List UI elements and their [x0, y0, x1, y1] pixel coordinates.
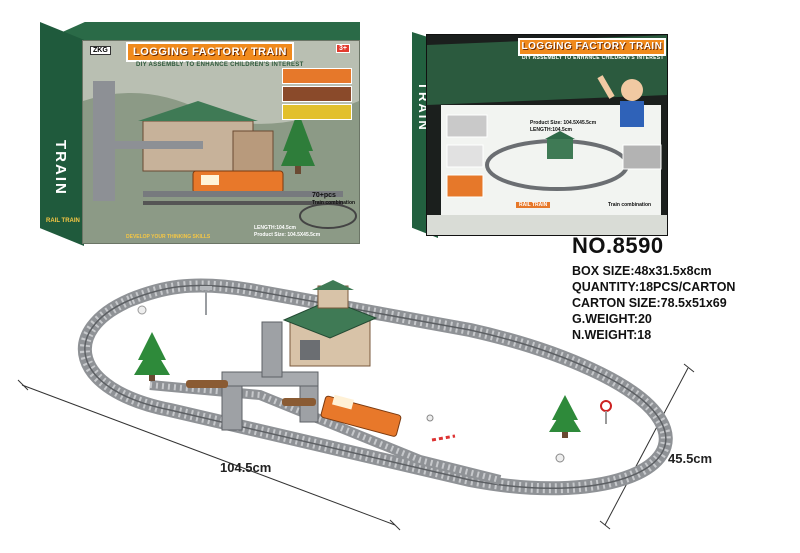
pine-tree-left — [134, 332, 170, 381]
box-front-side-sub: RAIL TRAIN — [46, 218, 80, 224]
box-back-length: LENGTH:104.5cm — [530, 127, 572, 133]
spec-block: NO.8590 BOX SIZE:48x31.5x8cm QUANTITY:18… — [572, 233, 797, 343]
inset-log-car — [282, 86, 352, 102]
box-back-train-combination: Train combination — [608, 202, 652, 208]
box-front-top — [40, 22, 360, 42]
width-dimension-line — [604, 367, 689, 526]
orange-locomotive — [320, 394, 402, 437]
box-back-scene — [427, 35, 667, 235]
oval-track — [77, 278, 673, 496]
box-back-rail-train: RAIL TRAIN — [516, 202, 551, 208]
signal-marker — [555, 453, 565, 463]
product-number: NO.8590 — [572, 233, 664, 258]
size-note-2: Product Size: 104.5X45.5cm — [254, 232, 321, 238]
pcs-count: 70+pcs — [312, 192, 336, 199]
factory-building — [282, 280, 378, 367]
box-front-side-tag: DEVELOP YOUR THINKING SKILLS — [126, 234, 211, 240]
road-sign — [600, 400, 612, 412]
crossing-gate — [431, 434, 456, 442]
length-label: 104.5cm — [220, 460, 272, 475]
inset-yellow-car — [282, 104, 352, 120]
box-back-product-size: Product Size: 104.5X45.5cm — [530, 120, 597, 126]
pcs-label: Train combination — [312, 200, 356, 206]
size-note: LENGTH:104.5cm — [254, 225, 296, 231]
box-back-subtitle: DIY ASSEMBLY TO ENHANCE CHILDREN'S INTER… — [522, 55, 664, 61]
brand-logo: ZKG — [90, 46, 111, 55]
box-front-image: TRAIN RAIL TRAIN ZKG LOGGI — [40, 22, 360, 246]
inset-orange-car — [282, 68, 352, 84]
box-front-side-title: TRAIN — [52, 140, 69, 196]
spec-net-weight: N.WEIGHT:18 — [572, 328, 652, 342]
spec-quantity: QUANTITY:18PCS/CARTON — [572, 280, 736, 294]
figure-marker — [137, 305, 147, 315]
width-label: 45.5cm — [668, 451, 713, 466]
box-front-side: TRAIN RAIL TRAIN — [40, 22, 84, 246]
gantry-crane — [221, 321, 319, 431]
box-front-title: LOGGING FACTORY TRAIN — [126, 42, 294, 62]
spec-box-size: BOX SIZE:48x31.5x8cm — [572, 264, 712, 278]
box-back-title: LOGGING FACTORY TRAIN — [518, 38, 666, 56]
log-wagon — [186, 380, 316, 406]
age-badge: 3+ — [336, 44, 350, 53]
box-back-image: TRAIN LOGGING FACTORY TRAIN DIY ASSEMBLY… — [412, 22, 668, 242]
length-dimension-line — [21, 384, 396, 526]
box-front-subtitle: DIY ASSEMBLY TO ENHANCE CHILDREN'S INTER… — [136, 62, 304, 68]
spec-carton-size: CARTON SIZE:78.5x51x69 — [572, 296, 727, 310]
spec-gross-weight: G.WEIGHT:20 — [572, 312, 652, 326]
pine-tree-right — [549, 395, 581, 438]
